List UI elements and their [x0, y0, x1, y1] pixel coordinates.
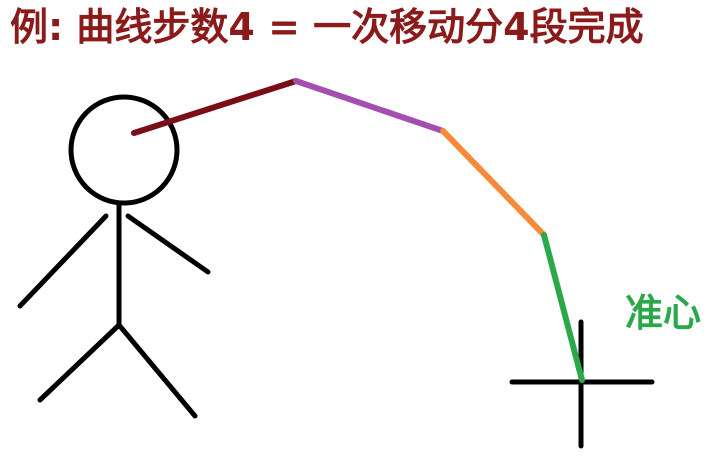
stick-figure-left-leg	[37, 322, 122, 403]
curve-path	[131, 78, 585, 383]
crosshair-label: 准心	[625, 291, 702, 335]
curve-segment-2	[293, 78, 446, 134]
diagram-title: 例: 曲线步数4 = 一次移动分4段完成	[10, 5, 644, 49]
stick-figure-right-leg	[116, 322, 198, 419]
stick-figure-left-arm	[17, 213, 109, 309]
stick-figure-head	[68, 94, 180, 206]
curve-segment-3	[440, 128, 547, 238]
curve-segment-1	[131, 78, 299, 136]
curve-segment-4	[541, 232, 585, 383]
stick-figure	[17, 94, 211, 419]
crosshair	[509, 319, 655, 449]
stick-figure-right-arm	[125, 213, 211, 275]
